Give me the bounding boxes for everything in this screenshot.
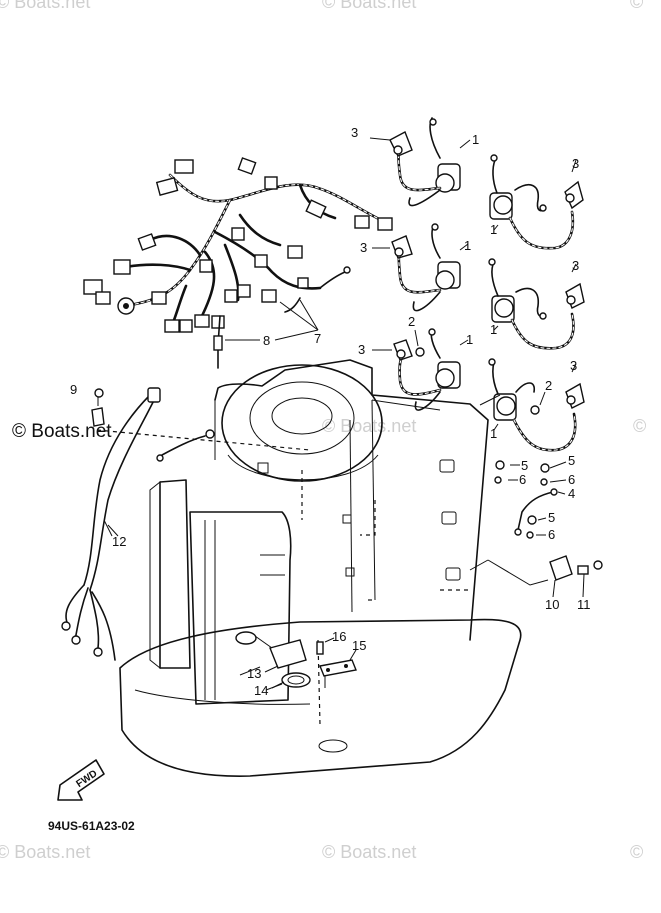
wire-lead-12: [61, 387, 215, 661]
ignition-coil-row2-left: [372, 223, 469, 312]
watermark-top-left: © Boats.net: [0, 0, 90, 12]
callout-15: 15: [352, 638, 366, 653]
part-9-clip: [91, 388, 105, 427]
callout-3-row3-right: 3: [570, 358, 577, 373]
watermark-center-right: ©: [633, 416, 646, 436]
callout-labels: 3 1 3 1 3 1 3 1 2 3 1 3 2 1 5 5 6 6 4 5 …: [70, 125, 591, 698]
wire-harness-assembly: [83, 157, 393, 369]
callout-3-row2-right: 3: [572, 258, 579, 273]
grommet-and-sensor-13-16: [235, 631, 357, 689]
callout-5-lower: 5: [548, 510, 555, 525]
callout-1-row2-right: 1: [490, 322, 497, 337]
ignition-coil-row2-right: [488, 258, 585, 350]
watermark-top-right: ©: [630, 0, 643, 12]
callout-1-row3-left: 1: [466, 332, 473, 347]
ignition-coil-row1-right: [489, 154, 584, 250]
callout-6-upper: 6: [519, 472, 526, 487]
callout-1-row3-right: 1: [490, 426, 497, 441]
callout-9: 9: [70, 382, 77, 397]
callout-8: 8: [263, 333, 270, 348]
callout-5-right: 5: [568, 453, 575, 468]
block-bolt-holes: [257, 459, 461, 581]
watermarks: © Boats.net © Boats.net © © Boats.net © …: [0, 0, 646, 862]
watermark-bottom-right: ©: [630, 842, 643, 862]
callout-2-row3-right: 2: [545, 378, 552, 393]
fwd-direction-arrow: FWD: [57, 759, 105, 801]
ignition-coil-row1-left: [369, 117, 471, 207]
callout-14: 14: [254, 683, 268, 698]
harness-connectors: [83, 157, 393, 333]
callout-10: 10: [545, 597, 559, 612]
watermark-bottom-center: © Boats.net: [322, 842, 416, 862]
watermark-left-dark: © Boats.net: [12, 421, 112, 442]
callout-4: 4: [568, 486, 575, 501]
leader-lines: [97, 329, 357, 691]
watermark-top-center: © Boats.net: [322, 0, 416, 12]
callout-1-row2-left: 1: [464, 238, 471, 253]
callout-3-row3-left: 3: [358, 342, 365, 357]
diagram-code-label: 94US-61A23-02: [48, 819, 135, 833]
ignition-coil-row3-right: [488, 358, 585, 452]
ignition-coil-row3-left: [372, 328, 469, 411]
engine-block-outline: [96, 359, 522, 777]
callout-3-row1-left: 3: [351, 125, 358, 140]
ignition-coil-group: [369, 117, 585, 452]
callout-3-row1-right: 3: [572, 156, 579, 171]
callout-1-row1-right: 1: [490, 222, 497, 237]
callout-2-row3-left: 2: [408, 314, 415, 329]
watermark-bottom-left: © Boats.net: [0, 842, 90, 862]
callout-3-row2-left: 3: [360, 240, 367, 255]
callout-6-lower: 6: [548, 527, 555, 542]
callout-11: 11: [577, 597, 591, 612]
callout-16: 16: [332, 629, 346, 644]
callout-6-right: 6: [568, 472, 575, 487]
right-hardware: [469, 460, 603, 598]
callout-7: 7: [314, 331, 321, 346]
callout-13: 13: [247, 666, 261, 681]
callout-1-row1-left: 1: [472, 132, 479, 147]
callout-12: 12: [112, 534, 126, 549]
callout-5-upper: 5: [521, 458, 528, 473]
watermark-center: © Boats.net: [322, 416, 416, 436]
